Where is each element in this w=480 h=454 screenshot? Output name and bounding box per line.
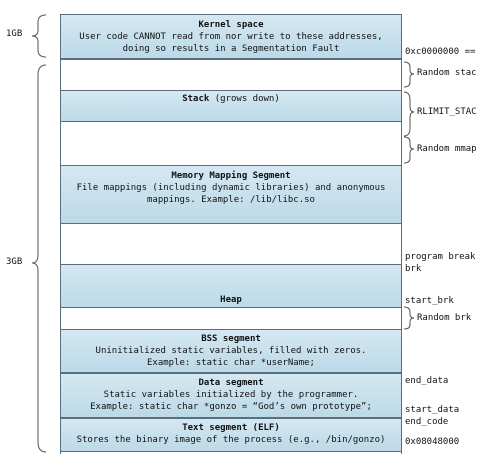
start-brk-label: start_brk [405,296,454,306]
stack-title: Stack [182,94,210,104]
stack-mmap-gap [60,122,402,165]
end-data-label: end_data [405,376,449,386]
kernel-space-title: Kernel space [198,20,264,30]
mmap-heap-gap [60,224,402,264]
heap-title: Heap [220,295,242,305]
bss-line2: Example: static char *userName; [147,358,315,368]
random-stack-gap [60,59,402,90]
random-brk-label: Random brk [417,313,472,323]
program-break-label: program break [405,252,476,262]
mmap-title: Memory Mapping Segment [171,171,291,181]
random-brk-brace [403,306,415,330]
mmap-segment: Memory Mapping Segment File mappings (in… [60,165,402,224]
bss-segment: BSS segment Uninitialized static variabl… [60,329,402,373]
brk-label: brk [405,264,422,274]
bottom-gap [60,452,402,454]
stack-suffix: (grows down) [209,94,280,104]
random-mmap-label: Random mmap [417,144,477,154]
random-mmap-brace [403,136,415,164]
rlimit-brace [403,91,415,137]
stack-segment: Stack (grows down) [60,90,402,122]
text-title: Text segment (ELF) [182,423,280,433]
bss-line1: Uninitialized static variables, filled w… [95,346,367,356]
bss-title: BSS segment [201,334,261,344]
kernel-space-line2: doing so results in a Segmentation Fault [122,44,340,54]
start-data-label: start_data [405,405,460,415]
data-line2: Example: static char *gonzo = “God’s own… [90,402,372,412]
rlimit-stack-label: RLIMIT_STAC [417,107,477,117]
mmap-line1: File mappings (including dynamic librari… [76,183,386,193]
kernel-space-line1: User code CANNOT read from nor write to … [79,32,383,42]
text-segment: Text segment (ELF) Stores the binary ima… [60,418,402,452]
end-code-label: end_code [405,417,449,427]
text-line1: Stores the binary image of the process (… [76,435,386,445]
user-size-brace [31,64,47,453]
random-stack-brace [403,61,415,88]
mmap-line2: mappings. Example: /lib/libc.so [147,195,315,205]
data-segment: Data segment Static variables initialize… [60,373,402,418]
data-line1: Static variables initialized by the prog… [103,390,359,400]
user-size-label: 3GB [6,257,23,267]
kernel-address-label: 0xc0000000 == [405,47,476,57]
kernel-space-segment: Kernel space User code CANNOT read from … [60,14,402,59]
data-title: Data segment [198,378,264,388]
text-address-label: 0x08048000 [405,437,460,447]
kernel-size-brace [31,14,47,58]
kernel-size-label: 1GB [6,29,23,39]
random-stack-label: Random stac [417,68,477,78]
random-brk-gap [60,308,402,329]
heap-segment: Heap [60,264,402,308]
